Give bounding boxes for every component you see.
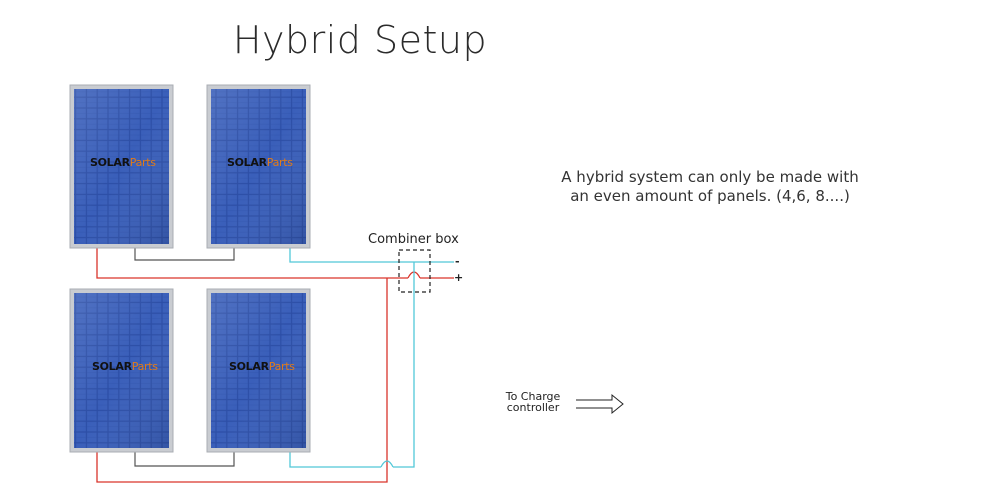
panel-top-right: [206, 84, 311, 249]
brand-logo: SOLARParts: [92, 360, 158, 373]
charge-controller-line-2: controller: [506, 401, 560, 414]
positive-wire-top: [96, 248, 387, 279]
charge-controller-line-1: To Charge: [505, 390, 561, 403]
negative-wire-bottom: [289, 452, 381, 468]
output-arrow: [576, 393, 624, 415]
combiner-box-label: Combiner box: [368, 232, 459, 247]
panel-top-left: [69, 84, 174, 249]
charge-controller-label: To Charge controller: [492, 391, 574, 413]
solar-panels: [69, 84, 311, 453]
positive-terminal-label: +: [454, 271, 464, 284]
brand-logo: SOLARParts: [90, 156, 156, 169]
series-wire-bottom: [134, 452, 235, 467]
series-wire-top: [134, 248, 235, 261]
positive-wire-bottom: [96, 278, 388, 483]
panel-bottom-right: [206, 288, 311, 453]
page-title: Hybrid Setup: [232, 18, 488, 62]
brand-logo: SOLARParts: [229, 360, 295, 373]
series-wires: [134, 248, 235, 467]
brand-logo: SOLARParts: [227, 156, 293, 169]
negative-wires: [289, 248, 454, 468]
info-note: A hybrid system can only be made with an…: [520, 168, 900, 206]
info-note-line-2: an even amount of panels. (4,6, 8....): [570, 187, 850, 205]
info-note-line-1: A hybrid system can only be made with: [561, 168, 859, 186]
combiner-box: [398, 249, 431, 293]
panel-bottom-left: [69, 288, 174, 453]
negative-terminal-label: -: [455, 255, 460, 268]
